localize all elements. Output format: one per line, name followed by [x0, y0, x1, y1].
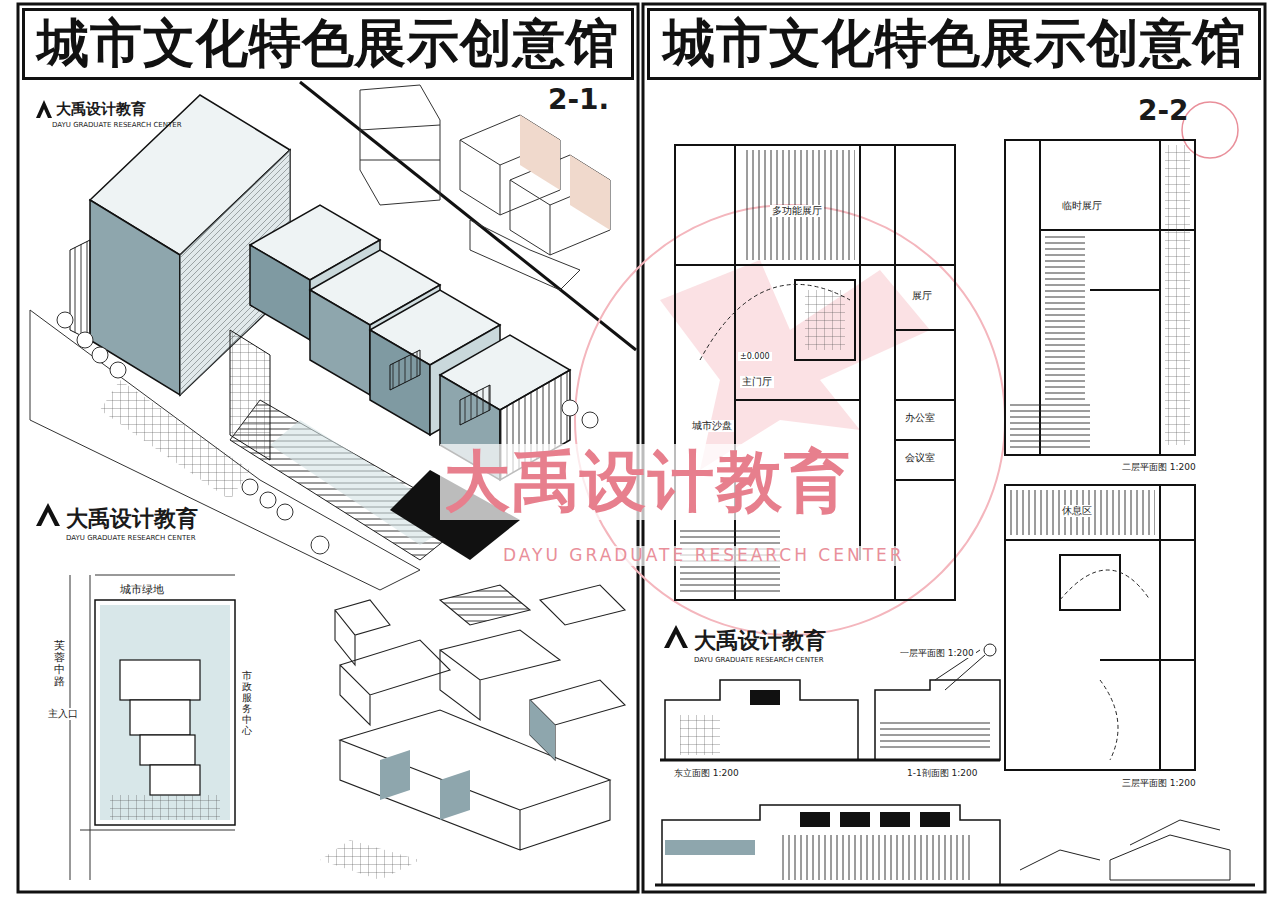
annotation-label: 1-1剖面图 1:200 [905, 768, 980, 778]
logo-text: 大禹设计教育 [56, 101, 146, 118]
annotation-label: 休息区 [1060, 505, 1094, 517]
logo-text: 大禹设计教育 [66, 506, 198, 531]
annotation-label: 城市沙盘 [690, 420, 734, 432]
annotation-label: 三层平面图 1:200 [1120, 778, 1198, 788]
annotation-label: 主门厅 [740, 376, 774, 388]
annotation-label: 办公室 [903, 412, 937, 424]
annotation-label: 二层平面图 1:200 [1120, 462, 1198, 472]
logo-subtitle: DAYU GRADUATE RESEARCH CENTER [66, 534, 196, 542]
annotation-label: 会议室 [903, 452, 937, 464]
title-band: 城市文化特色展示创意馆 [22, 8, 634, 80]
annotation-label: 多功能展厅 [770, 205, 824, 217]
annotation-label: 一层平面图 1:200 [898, 648, 976, 658]
annotation-label: 临时展厅 [1060, 200, 1104, 212]
logo-text: 2-2 [1138, 95, 1189, 127]
title-text: 城市文化特色展示创意馆 [37, 9, 619, 79]
title-band: 城市文化特色展示创意馆 [647, 8, 1261, 80]
annotation-label: 芙蓉中路 [52, 640, 67, 688]
annotation-label: 城市绿地 [118, 584, 166, 597]
watermark: DAYU GRADUATE RESEARCH CENTER [500, 546, 908, 566]
annotation-label: 主入口 [46, 708, 80, 720]
logo-text: 大禹设计教育 [694, 628, 826, 653]
logo-subtitle: DAYU GRADUATE RESEARCH CENTER [52, 121, 182, 129]
watermark: 大禹设计教育 [440, 444, 856, 520]
annotation-label: ±0.000 [738, 352, 772, 361]
annotation-label: 市政服务中心 [240, 670, 254, 736]
logo-text: 2-1. [548, 84, 609, 116]
logo-subtitle: DAYU GRADUATE RESEARCH CENTER [694, 656, 824, 664]
title-text: 城市文化特色展示创意馆 [663, 9, 1246, 79]
annotation-label: 东立面图 1:200 [672, 768, 741, 778]
annotation-label: 展厅 [910, 290, 934, 302]
